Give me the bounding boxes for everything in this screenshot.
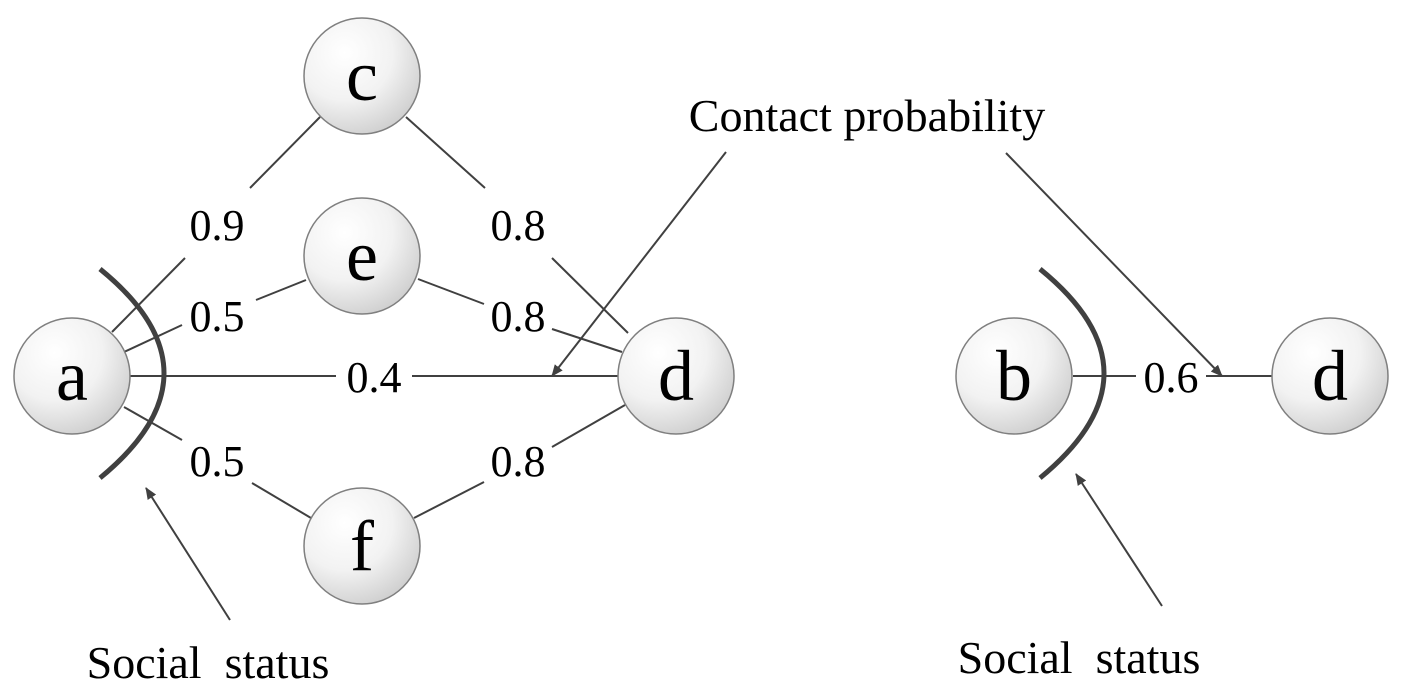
node-label-c: c [346, 36, 378, 116]
node-label-a: a [56, 336, 88, 416]
social-status-arc-left [98, 267, 167, 480]
node-e: e [303, 197, 421, 315]
edge-label-b-d: 0.6 [1144, 353, 1199, 402]
edge-label-a-c: 0.9 [190, 201, 245, 250]
edge-a-f-lower [251, 482, 312, 519]
node-label-b: b [996, 336, 1032, 416]
node-a: a [13, 317, 131, 435]
edge-a-e-lower [123, 324, 183, 353]
edge-label-e-d: 0.8 [491, 292, 546, 341]
edge-f-d-upper [551, 404, 626, 448]
edge-a-c-lower [111, 257, 186, 333]
social-status-arc-right [1038, 267, 1107, 480]
node-label-f: f [350, 506, 374, 586]
node-c: c [303, 17, 421, 135]
edge-a-c-upper [249, 116, 321, 189]
edge-c-d-upper [405, 116, 486, 189]
node-d-left: d [617, 317, 735, 435]
contact-probability-label: Contact probability [689, 90, 1045, 141]
edge-label-a-f: 0.5 [190, 437, 245, 486]
contact-probability-arrow-right [1005, 152, 1223, 377]
edge-label-a-d: 0.4 [347, 353, 402, 402]
edges [111, 116, 1273, 519]
edge-f-d-lower [413, 481, 485, 519]
edge-a-f-upper [123, 406, 183, 441]
edge-c-d-lower [551, 257, 629, 334]
node-d-right: d [1271, 317, 1389, 435]
node-label-d-left: d [658, 336, 694, 416]
edge-e-d-lower [551, 328, 623, 353]
edge-e-d-upper [417, 278, 485, 305]
annotation-arrows [145, 151, 1223, 621]
nodes: c e a d f b d [13, 17, 1389, 605]
node-label-e: e [346, 216, 378, 296]
social-status-arrow-left [145, 487, 231, 621]
edge-a-e-upper [255, 279, 307, 301]
edge-label-c-d: 0.8 [491, 201, 546, 250]
node-label-d-right: d [1312, 336, 1348, 416]
edge-labels: 0.9 0.8 0.5 0.8 0.4 0.5 0.8 0.6 [190, 201, 1199, 486]
edge-label-f-d: 0.8 [491, 437, 546, 486]
social-status-label-left: Social status [87, 637, 330, 688]
social-status-arrow-right [1075, 473, 1163, 607]
node-f: f [303, 487, 421, 605]
node-b: b [955, 317, 1073, 435]
social-status-label-right: Social status [958, 632, 1201, 683]
contact-probability-arrow-left [551, 151, 727, 377]
edge-label-a-e: 0.5 [190, 292, 245, 341]
